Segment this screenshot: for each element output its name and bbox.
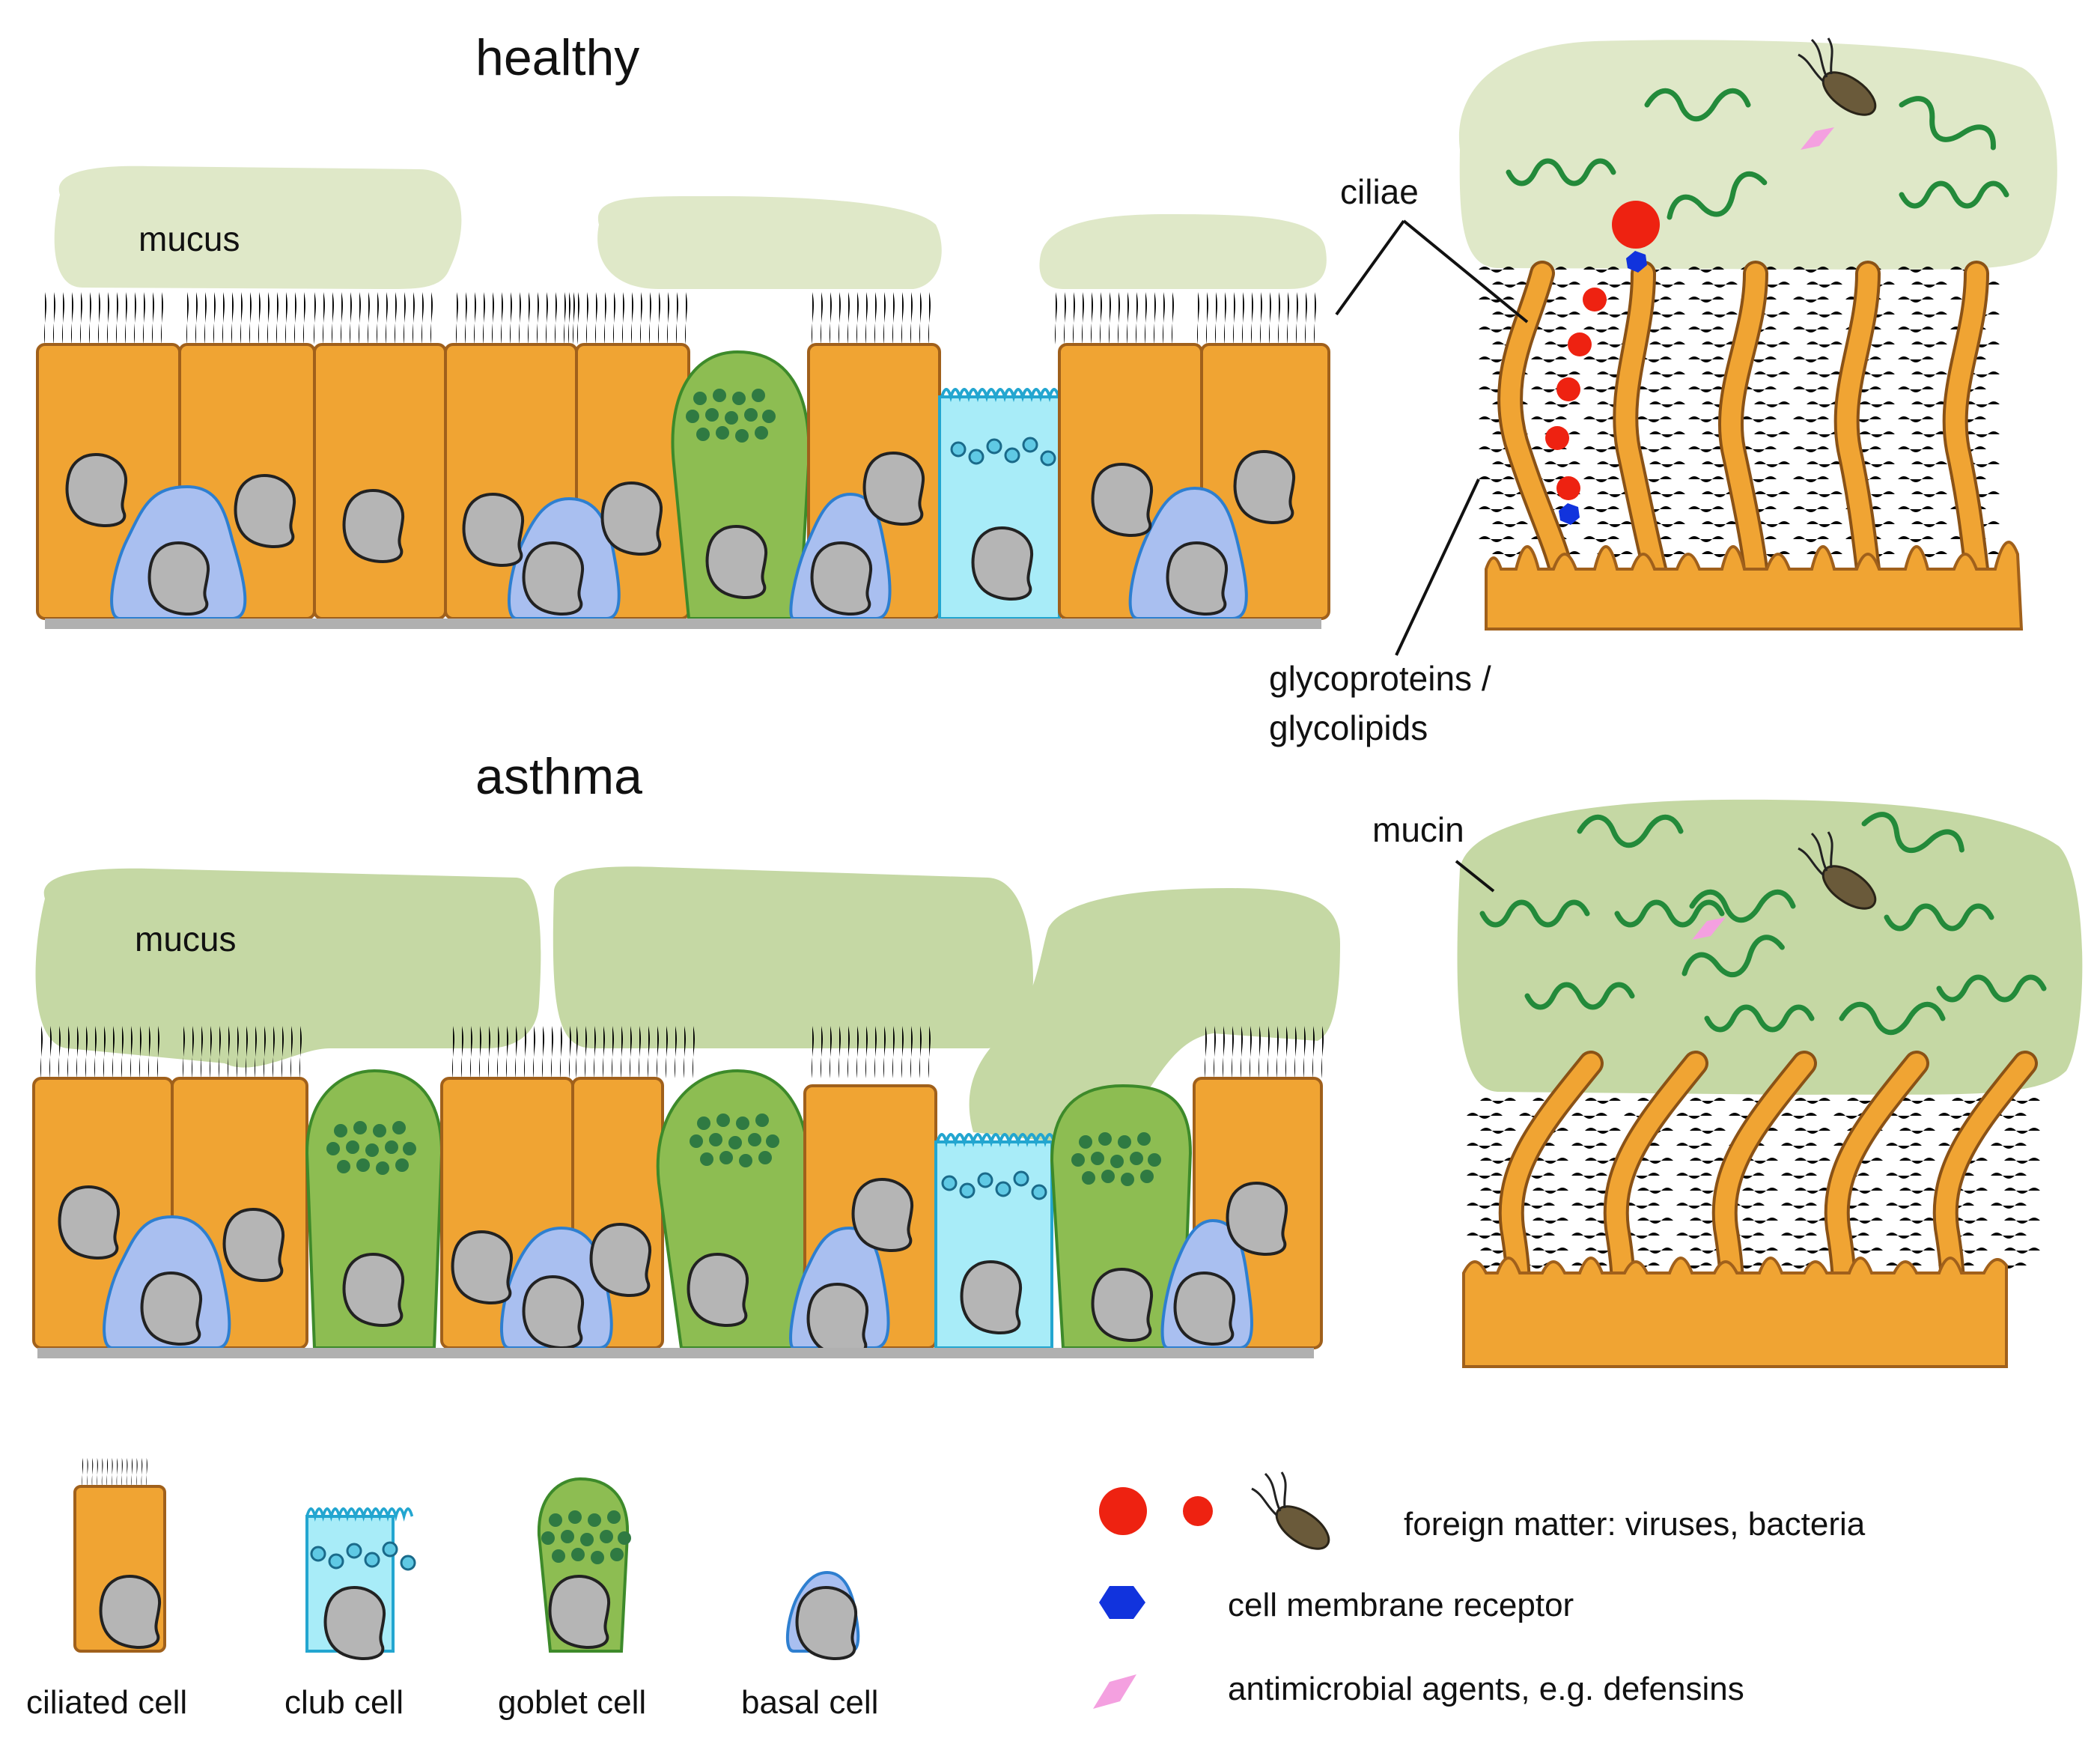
mucus-zoom-healthy <box>1458 40 2057 270</box>
healthy-title: healthy <box>475 29 639 86</box>
goblet-cell <box>1050 1084 1193 1349</box>
epithelium-asthma <box>32 1069 1323 1357</box>
mucus-blob-healthy-2 <box>597 195 942 289</box>
mucin-label: mucin <box>1372 810 1464 849</box>
receptor-icon <box>1099 1586 1145 1619</box>
virus-icon <box>1583 288 1607 312</box>
legend-receptor: cell membrane receptor <box>1228 1587 1574 1623</box>
legend-label-basal: basal cell <box>741 1684 878 1721</box>
glyco-pointer <box>1395 478 1480 656</box>
virus-icon <box>1556 476 1580 500</box>
mucus-layer-healthy <box>54 165 462 289</box>
basement-membrane-healthy <box>45 619 1321 629</box>
mucus-label-healthy: mucus <box>139 219 240 258</box>
cilia-healthy <box>44 292 1316 344</box>
virus-icon <box>1183 1496 1213 1526</box>
mucus-blob-asthma-3 <box>969 888 1340 1142</box>
defensin-icon <box>1093 1674 1136 1709</box>
mucus-label-asthma: mucus <box>135 920 236 958</box>
virus-icon <box>1556 377 1580 401</box>
asthma-title: asthma <box>475 748 642 805</box>
virus-icon <box>1612 201 1660 249</box>
mucus-zoom-asthma <box>1457 799 2083 1095</box>
legend-label-ciliated: ciliated cell <box>26 1684 187 1721</box>
mucus-layer-asthma <box>35 868 541 1068</box>
cell-surface-zoom-healthy <box>1485 541 2024 631</box>
cell-surface-zoom-asthma <box>1462 1257 2008 1368</box>
epithelium-healthy <box>36 343 1330 620</box>
legend-antimicrobial: antimicrobial agents, e.g. defensins <box>1228 1671 1744 1707</box>
bacterium-icon <box>1250 1471 1337 1558</box>
mucus-blob-healthy-3 <box>1039 214 1327 289</box>
goblet-cell <box>305 1069 444 1349</box>
legend-label-goblet: goblet cell <box>498 1684 646 1721</box>
cilia-zoom-healthy <box>1497 261 1989 582</box>
legend-label-club: club cell <box>284 1684 404 1721</box>
basement-membrane-asthma <box>37 1348 1314 1358</box>
defensin-icon <box>1801 127 1834 150</box>
defensin-icon <box>1692 917 1726 940</box>
glyco-label-2: glycolipids <box>1269 708 1428 747</box>
ciliae-label: ciliae <box>1340 172 1419 211</box>
mucin-pointer <box>1455 860 1495 893</box>
virus-icon <box>1545 426 1569 450</box>
virus-icon <box>1099 1487 1147 1535</box>
ciliated-cell <box>313 343 447 620</box>
ciliae-pointer <box>1335 219 1529 323</box>
receptor-icon <box>1626 251 1647 273</box>
legend: ciliated cell club cell goblet cell basa… <box>26 1458 1866 1721</box>
virus-icon <box>1568 332 1592 356</box>
legend-foreign-matter: foreign matter: viruses, bacteria <box>1404 1506 1866 1543</box>
glyco-label-1: glycoproteins / <box>1269 659 1491 698</box>
receptor-icon <box>1559 503 1580 525</box>
mucus-blob-asthma-2 <box>553 866 1033 1048</box>
